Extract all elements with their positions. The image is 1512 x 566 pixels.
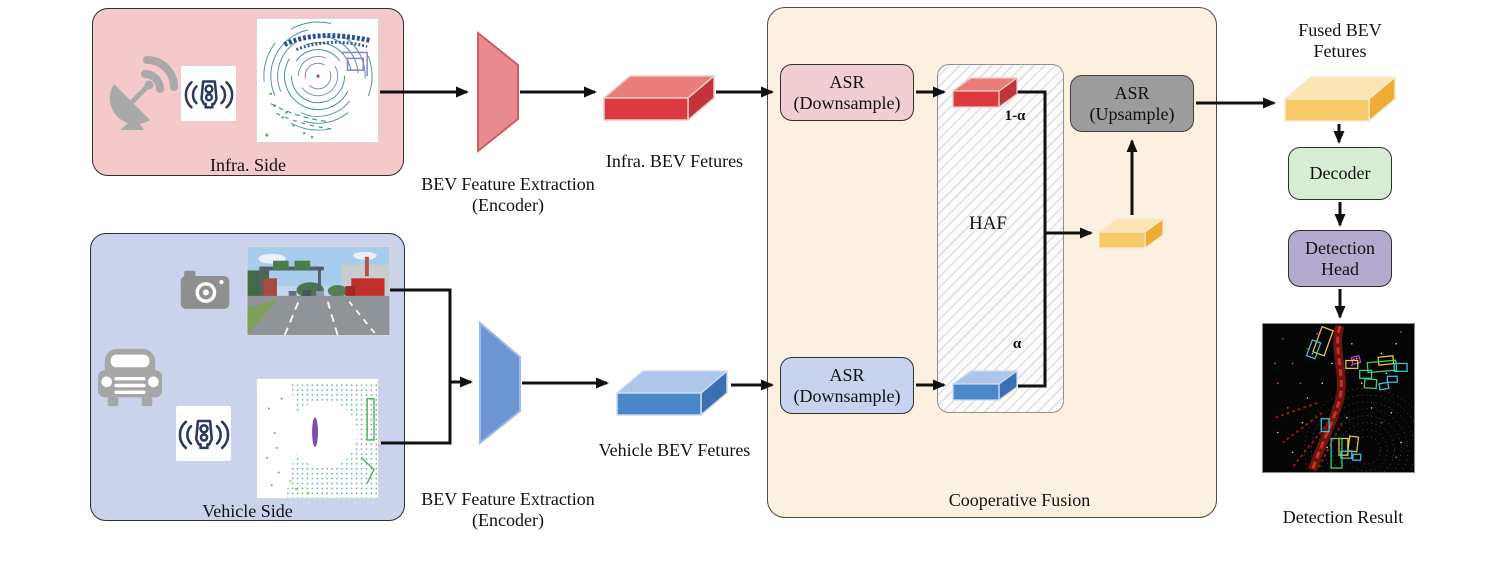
infra-side-panel: Infra. Side [92, 8, 404, 176]
infra-bev-feature-box [603, 75, 715, 121]
vehicle-encoder-trapezoid [479, 321, 521, 445]
infra-encoder-trapezoid [477, 31, 519, 153]
detection-result-image [1262, 323, 1415, 473]
fused-bev-label: Fused BEV Fetures [1298, 20, 1382, 61]
satellite-dish-icon [109, 56, 178, 130]
infra-sensor-tile [181, 66, 236, 121]
fused-bev-feature-box [1284, 76, 1396, 122]
lidar-sensor-icon [178, 419, 229, 449]
vehicle-bev-feature-box [616, 370, 728, 416]
vehicle-bev-label: Vehicle BEV Fetures [598, 440, 751, 460]
infra-side-label: Infra. Side [210, 155, 286, 175]
asr-upsample-box: ASR (Upsample) [1070, 75, 1194, 132]
vehicle-sensor-tile [176, 406, 231, 461]
cooperative-fusion-label: Cooperative Fusion [948, 490, 1091, 510]
infra-bev-label: Infra. BEV Fetures [605, 151, 744, 171]
lidar-sensor-icon [184, 79, 233, 109]
alpha-label: α [1012, 336, 1022, 352]
detection-result-label: Detection Result [1282, 507, 1404, 527]
infra-encoder-label: BEV Feature Extraction (Encoder) [421, 174, 595, 215]
vehicle-encoder-label: BEV Feature Extraction (Encoder) [421, 489, 595, 530]
infra-weighted-feature-box [952, 77, 1018, 108]
decoder-box: Decoder [1288, 147, 1392, 200]
haf-module: HAF [937, 64, 1064, 413]
asr-downsample-vehicle-box: ASR (Downsample) [780, 357, 914, 414]
haf-fused-feature-box [1098, 218, 1164, 249]
asr-downsample-infra-box: ASR (Downsample) [780, 64, 914, 121]
haf-label: HAF [968, 213, 1007, 234]
vehicle-side-label: Vehicle Side [202, 501, 293, 521]
vehicle-camera-image [246, 246, 391, 336]
infra-lidar-image [256, 18, 379, 143]
vehicle-side-panel: Vehicle Side [90, 233, 405, 521]
detection-head-box: Detection Head [1288, 230, 1392, 287]
car-icon [97, 348, 163, 407]
one-minus-alpha-label: 1-α [1004, 108, 1026, 124]
vehicle-weighted-feature-box [952, 370, 1018, 401]
camera-icon [180, 270, 230, 309]
vehicle-lidar-image [256, 378, 379, 499]
